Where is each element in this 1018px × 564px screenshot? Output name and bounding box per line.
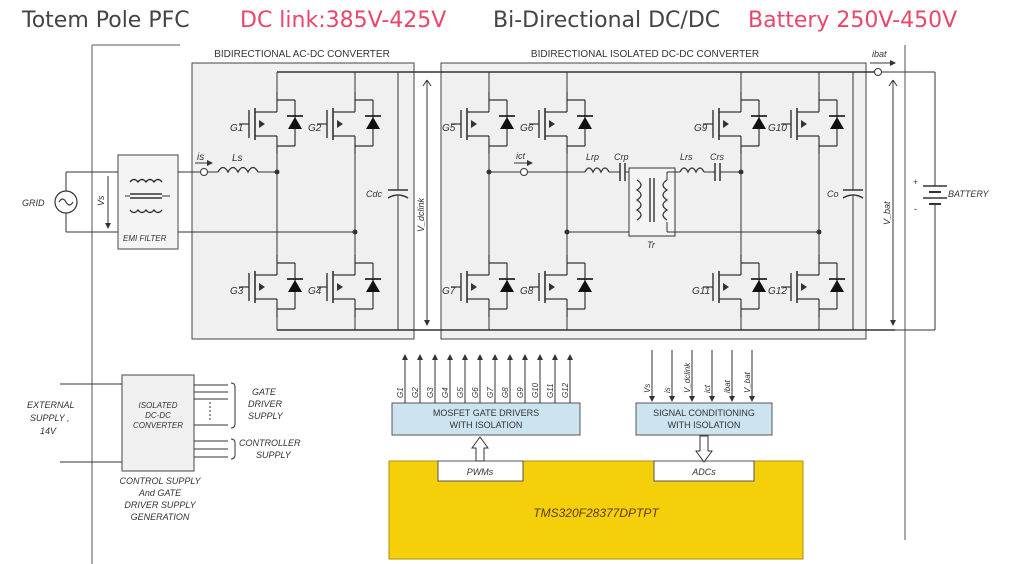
label-g8: G8 bbox=[520, 286, 534, 297]
ctrl-supply-2: SUPPLY bbox=[256, 450, 292, 460]
sc-in-vdclink: V_dclink bbox=[683, 362, 692, 393]
acdc-block bbox=[191, 62, 415, 340]
isolated-dcdc-block bbox=[121, 374, 195, 472]
label-g3: G3 bbox=[230, 286, 244, 297]
battery-label: BATTERY bbox=[948, 189, 990, 199]
ict-label: ict bbox=[516, 151, 525, 161]
label-g6: G6 bbox=[520, 123, 534, 134]
lrp-label: Lrp bbox=[586, 152, 599, 162]
crp-label: Crp bbox=[614, 152, 629, 162]
label-g1: G1 bbox=[230, 123, 243, 134]
gen-line2: And GATE bbox=[138, 488, 182, 498]
sc-in-ibat: ibat bbox=[723, 379, 732, 393]
gen-line1: CONTROL SUPPLY bbox=[119, 476, 201, 486]
gate-supply-1: GATE bbox=[252, 387, 277, 397]
is-label: is bbox=[197, 152, 204, 163]
lrs-label: Lrs bbox=[680, 152, 693, 162]
inductor-lrp-icon bbox=[584, 167, 610, 174]
ls-label: Ls bbox=[232, 153, 243, 164]
gen-line3: DRIVER SUPPLY bbox=[124, 500, 196, 510]
emi-label: EMI FILTER bbox=[123, 234, 167, 243]
signal-cond-line1: SIGNAL CONDITIONING bbox=[653, 408, 755, 418]
battery-minus: - bbox=[914, 204, 917, 214]
label-g4: G4 bbox=[308, 286, 322, 297]
gd-out-g6: G6 bbox=[471, 387, 480, 398]
crs-label: Crs bbox=[710, 152, 724, 162]
vs-label: Vs bbox=[96, 195, 106, 206]
inductor-ls-icon bbox=[217, 166, 259, 174]
mcu-name: TMS320F28377DPTPT bbox=[533, 506, 660, 520]
acdc-title: BIDIRECTIONAL AC-DC CONVERTER bbox=[214, 49, 390, 60]
gate-driver-outputs bbox=[402, 354, 573, 403]
co-label: Co bbox=[827, 189, 839, 199]
ctrl-supply-1: CONTROLLER bbox=[239, 438, 301, 448]
gd-out-g11: G11 bbox=[546, 383, 555, 398]
vbat-label: V_bat bbox=[882, 201, 892, 225]
gd-out-g7: G7 bbox=[486, 387, 495, 398]
tr-label: Tr bbox=[647, 240, 656, 250]
gd-out-g12: G12 bbox=[561, 382, 570, 398]
dcdc-title: BIDIRECTIONAL ISOLATED DC-DC CONVERTER bbox=[531, 49, 759, 60]
signal-cond-line2: WITH ISOLATION bbox=[668, 420, 741, 430]
ext-supply-1: EXTERNAL bbox=[27, 400, 75, 410]
gd-out-g10: G10 bbox=[531, 382, 540, 398]
sc-in-vs: Vs bbox=[643, 384, 652, 393]
gd-out-g2: G2 bbox=[411, 387, 420, 398]
sc-in-ict: ict bbox=[703, 384, 712, 393]
signal-conditioning-block bbox=[635, 402, 773, 436]
inductor-lrs-icon bbox=[679, 167, 705, 174]
gd-out-g3: G3 bbox=[426, 387, 435, 398]
label-g11: G11 bbox=[692, 286, 710, 297]
transformer-tr-block bbox=[628, 167, 676, 237]
pwm-label: PWMs bbox=[467, 467, 494, 477]
adc-down-arrow-icon bbox=[695, 435, 713, 463]
gate-supply-2: DRIVER bbox=[248, 399, 283, 409]
sc-in-vbat: V_bat bbox=[743, 371, 752, 393]
cdc-label: Cdc bbox=[366, 189, 383, 199]
pwm-up-arrow-icon bbox=[471, 436, 489, 462]
gate-driver-line1: MOSFET GATE DRIVERS bbox=[433, 408, 539, 418]
label-g9: G9 bbox=[694, 123, 708, 134]
label-g10: G10 bbox=[768, 123, 787, 134]
gate-driver-block bbox=[391, 402, 581, 436]
emi-filter-block bbox=[117, 154, 179, 250]
ext-supply-2: SUPPLY , bbox=[30, 413, 70, 423]
gen-line4: GENERATION bbox=[131, 512, 190, 522]
iso-line2: DC-DC bbox=[145, 411, 171, 420]
ibat-label: ibat bbox=[872, 49, 887, 59]
header-dc-link: DC link:385V-425V bbox=[240, 8, 447, 33]
gd-out-g9: G9 bbox=[516, 387, 525, 398]
header-title-pfc: Totem Pole PFC bbox=[22, 8, 190, 33]
adc-label: ADCs bbox=[691, 467, 716, 477]
vdclink-label: V_dclink bbox=[416, 197, 426, 232]
signal-cond-inputs bbox=[649, 350, 755, 402]
gate-supply-3: SUPPLY bbox=[248, 411, 284, 421]
transformer-icon bbox=[635, 178, 669, 222]
battery-icon bbox=[923, 185, 947, 205]
sc-in-is: is bbox=[663, 387, 672, 393]
header-title-dcdc: Bi-Directional DC/DC bbox=[493, 8, 721, 33]
gate-driver-line2: WITH ISOLATION bbox=[450, 420, 523, 430]
iso-line1: ISOLATED bbox=[139, 401, 178, 410]
header-battery: Battery 250V-450V bbox=[748, 8, 958, 33]
label-g12: G12 bbox=[768, 286, 787, 297]
ext-supply-3: 14V bbox=[40, 426, 57, 436]
label-g5: G5 bbox=[442, 123, 456, 134]
label-g2: G2 bbox=[308, 123, 322, 134]
label-g7: G7 bbox=[442, 286, 456, 297]
iso-line3: CONVERTER bbox=[133, 421, 183, 430]
gd-out-g8: G8 bbox=[501, 387, 510, 398]
gd-out-g5: G5 bbox=[456, 387, 465, 398]
grid-label: GRID bbox=[22, 198, 45, 208]
battery-plus: + bbox=[913, 177, 918, 187]
emi-transformer-icon bbox=[125, 178, 170, 214]
gd-out-g4: G4 bbox=[441, 387, 450, 398]
gd-out-g1: G1 bbox=[396, 387, 405, 398]
